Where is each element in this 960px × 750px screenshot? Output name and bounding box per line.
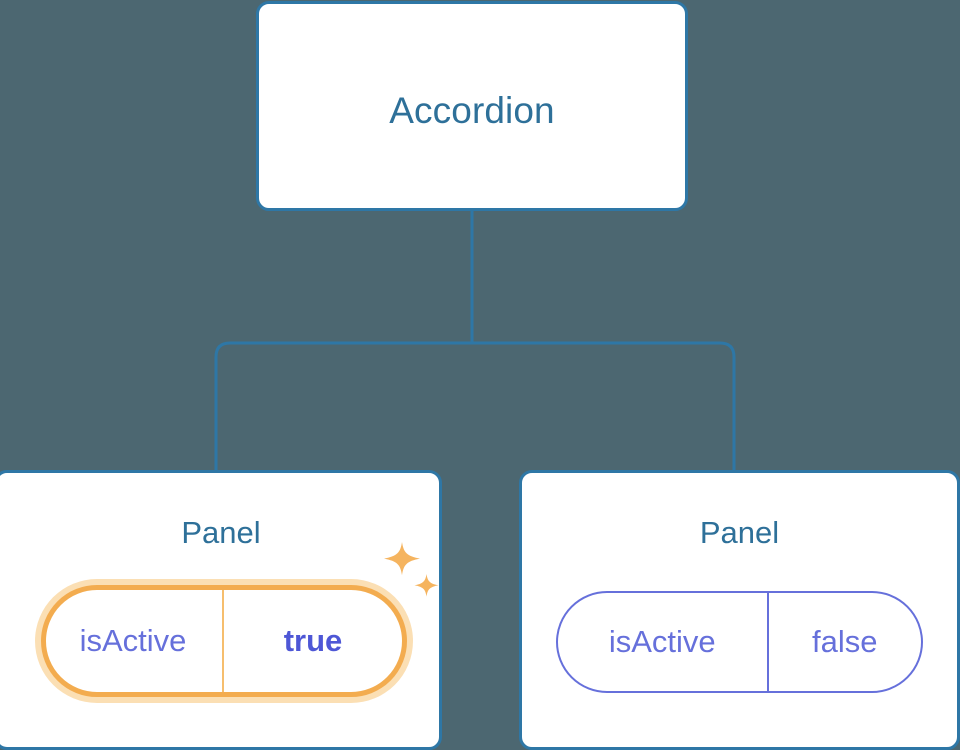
prop-key-label: isActive: [46, 590, 224, 692]
prop-pill-isactive-true[interactable]: isActive true: [41, 585, 407, 697]
prop-value-label: false: [812, 624, 878, 659]
connector-branch-right: [472, 341, 736, 472]
node-accordion-title: Accordion: [389, 90, 555, 131]
prop-key-label: isActive: [558, 593, 769, 691]
connector-branch-left: [214, 341, 472, 472]
node-panel-inactive-title: Panel: [699, 515, 780, 550]
node-accordion[interactable]: Accordion: [256, 1, 688, 211]
prop-value-label: true: [283, 623, 343, 658]
node-panel-active-title: Panel: [181, 515, 261, 550]
prop-pill-isactive-false[interactable]: isActive false: [556, 591, 923, 693]
